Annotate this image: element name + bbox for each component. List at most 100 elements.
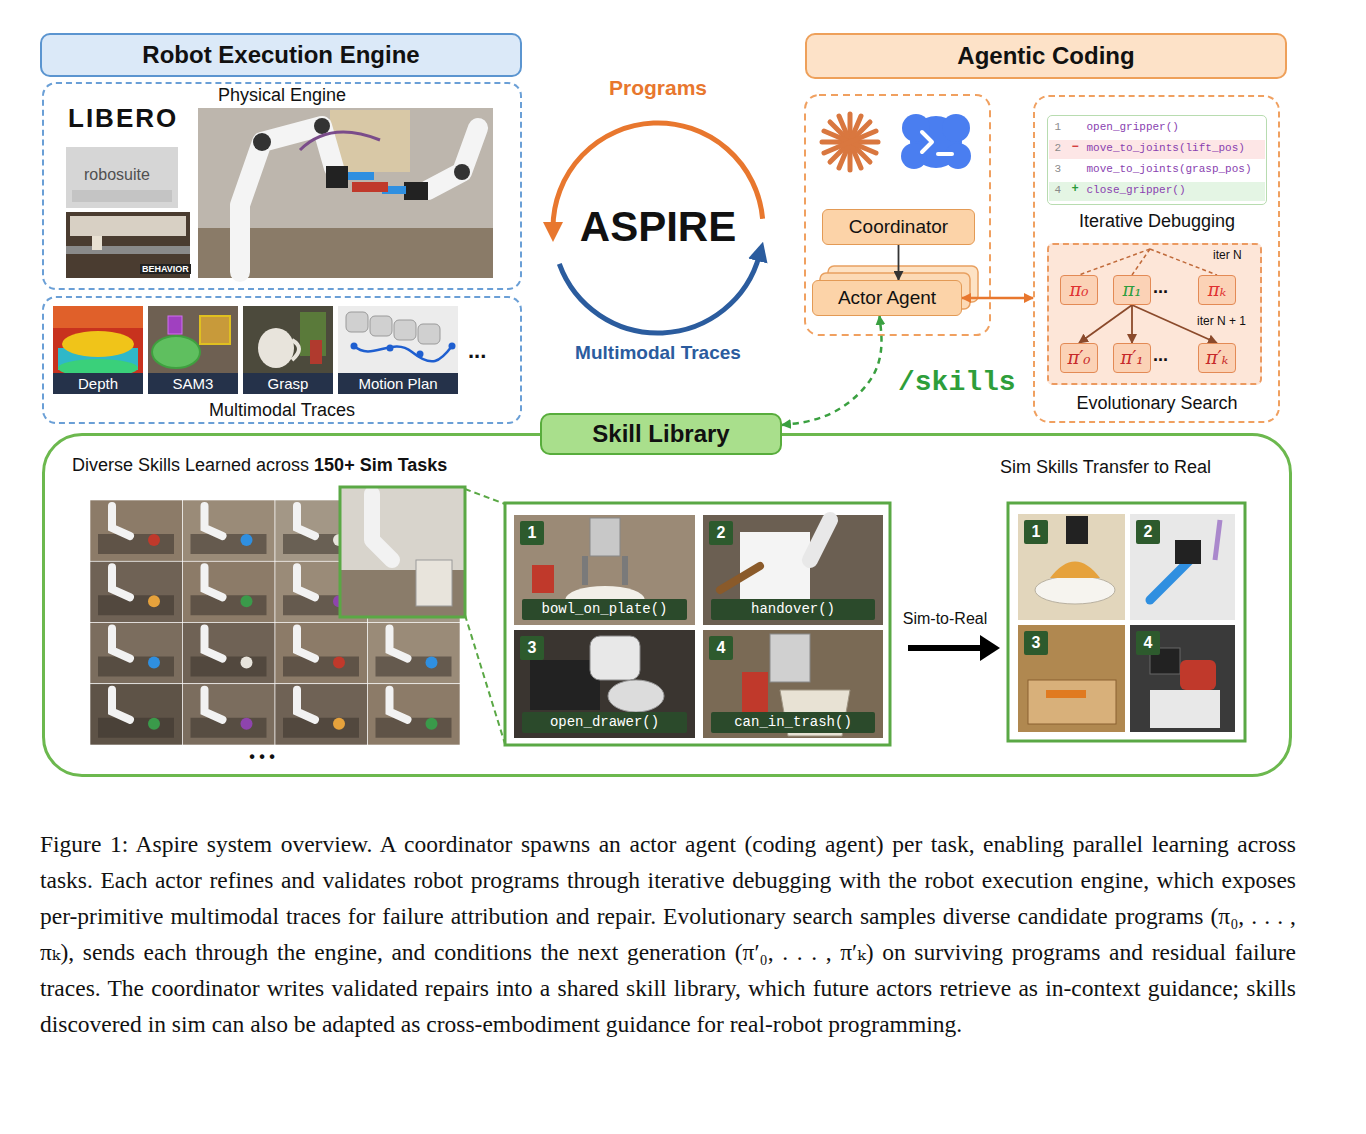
sim-task-image bbox=[148, 718, 160, 730]
grasp-image bbox=[310, 340, 322, 364]
sim-task-image bbox=[148, 534, 160, 546]
sim-task-image bbox=[183, 623, 276, 684]
ellipsis: • • • bbox=[232, 748, 292, 766]
code-line: open_gripper() bbox=[1087, 121, 1179, 134]
segmentation-image bbox=[152, 336, 200, 368]
code-line: close_gripper() bbox=[1087, 184, 1186, 197]
codex-icon bbox=[922, 132, 932, 152]
program-box: πₖ bbox=[1198, 275, 1236, 305]
line-number: 1 bbox=[1055, 121, 1062, 134]
sim-task-image bbox=[183, 623, 276, 684]
panel-title: Iterative Debugging bbox=[1047, 211, 1267, 232]
sim-task-image bbox=[275, 623, 368, 684]
section-header: Agentic Coding bbox=[805, 33, 1287, 79]
panel-title: Physical Engine bbox=[44, 85, 520, 106]
evolution-panel-ground bbox=[1132, 249, 1150, 275]
program-label: π′₀ bbox=[1061, 344, 1097, 372]
program-box: π′₀ bbox=[1060, 343, 1098, 373]
program-box: π₁ bbox=[1113, 275, 1151, 305]
callout-number: 1 bbox=[1024, 520, 1048, 544]
sim-task-image bbox=[368, 684, 461, 745]
section-title: Agentic Coding bbox=[807, 35, 1285, 77]
panel-title: Multimodal Traces bbox=[44, 400, 520, 421]
highlight-tile bbox=[465, 489, 505, 504]
segmentation-image bbox=[148, 306, 238, 394]
iteration-label: iter N + 1 bbox=[1197, 315, 1246, 329]
motion-plan-image bbox=[387, 345, 394, 352]
sim-skill-panel bbox=[980, 635, 1000, 661]
real-robot-panel bbox=[1035, 576, 1115, 604]
depth-image bbox=[53, 306, 143, 394]
sim-task-image bbox=[90, 561, 183, 622]
diff-sign: + bbox=[1072, 183, 1079, 197]
image-tile: 1bowl_on_plate() bbox=[514, 515, 695, 625]
callout-number: 2 bbox=[709, 521, 733, 545]
segmentation-image bbox=[168, 316, 182, 334]
agent-box: Coordinator bbox=[822, 209, 975, 245]
real-robot-panel bbox=[1028, 680, 1116, 724]
sim-skill-panel bbox=[585, 556, 625, 585]
robosuite-logo bbox=[66, 147, 178, 208]
real-robot-panel bbox=[1018, 514, 1125, 620]
robot-photo bbox=[314, 118, 330, 134]
image-tile: 3open_drawer() bbox=[514, 630, 695, 738]
sim-skill-panel bbox=[505, 503, 890, 745]
robot-photo bbox=[454, 164, 470, 180]
sim-task-image bbox=[333, 657, 345, 669]
highlight-tile bbox=[340, 487, 465, 617]
agent-box: Actor Agent bbox=[812, 280, 962, 316]
sim-task-image bbox=[183, 684, 276, 745]
sim-task-image bbox=[183, 684, 276, 745]
callout-number: 4 bbox=[709, 636, 733, 660]
robot-photo bbox=[198, 108, 493, 278]
sim-task-image bbox=[191, 534, 267, 554]
sim-task-image bbox=[241, 657, 253, 669]
sim-task-image bbox=[283, 657, 359, 677]
code-panel-ground bbox=[1047, 115, 1267, 205]
real-robot-panel bbox=[1066, 516, 1088, 544]
callout-number: 1 bbox=[520, 521, 544, 545]
highlight-tile bbox=[465, 615, 505, 744]
robot-photo bbox=[198, 108, 493, 278]
sim-skill-panel bbox=[608, 680, 664, 712]
cycle-arrows bbox=[559, 255, 759, 333]
sim-task-image bbox=[90, 684, 183, 745]
program-box: π′ₖ bbox=[1198, 343, 1236, 373]
logo-text: LIBERO bbox=[68, 104, 178, 134]
sim-skill-panel bbox=[532, 565, 554, 593]
depth-image bbox=[53, 306, 143, 328]
connector bbox=[1131, 305, 1133, 343]
sim-task-image bbox=[205, 690, 223, 720]
segmentation-image bbox=[200, 316, 230, 344]
cycle-label: Programs bbox=[598, 76, 718, 100]
sim-skill-panel bbox=[590, 518, 620, 556]
skill-name: open_drawer() bbox=[522, 712, 687, 733]
system-name: ASPIRE bbox=[548, 203, 768, 251]
motion-plan-image bbox=[354, 346, 452, 361]
evolution-panel-ground bbox=[1150, 249, 1217, 275]
line-number: 3 bbox=[1055, 163, 1062, 176]
program-label: π₁ bbox=[1114, 276, 1150, 304]
robot-photo bbox=[428, 128, 478, 190]
callout-number: 2 bbox=[1136, 520, 1160, 544]
sim-task-image bbox=[368, 623, 461, 684]
evolution-panel: iter N...iter N + 1...π₀π₁πₖπ′₀π′₁π′ₖ bbox=[1047, 243, 1262, 385]
grasp-image bbox=[243, 306, 333, 394]
program-label: π′ₖ bbox=[1199, 344, 1235, 372]
sim-task-image bbox=[148, 595, 160, 607]
sim-skill-panel bbox=[703, 630, 883, 738]
panel-title: Evolutionary Search bbox=[1047, 393, 1267, 414]
connector bbox=[898, 245, 900, 280]
connector bbox=[782, 316, 882, 425]
sim-skill-panel bbox=[514, 515, 695, 625]
cycle-label: Multimodal Traces bbox=[558, 342, 758, 364]
motion-plan-image bbox=[338, 306, 458, 394]
sim-task-image bbox=[90, 684, 183, 745]
ellipsis: ... bbox=[1153, 277, 1168, 298]
codex-icon bbox=[901, 143, 927, 169]
real-robot-panel bbox=[1008, 503, 1245, 741]
section-header: Skill Library bbox=[540, 413, 782, 455]
sim-task-image bbox=[112, 629, 130, 659]
sim-task-image bbox=[297, 690, 315, 720]
sim-task-image bbox=[90, 500, 183, 561]
